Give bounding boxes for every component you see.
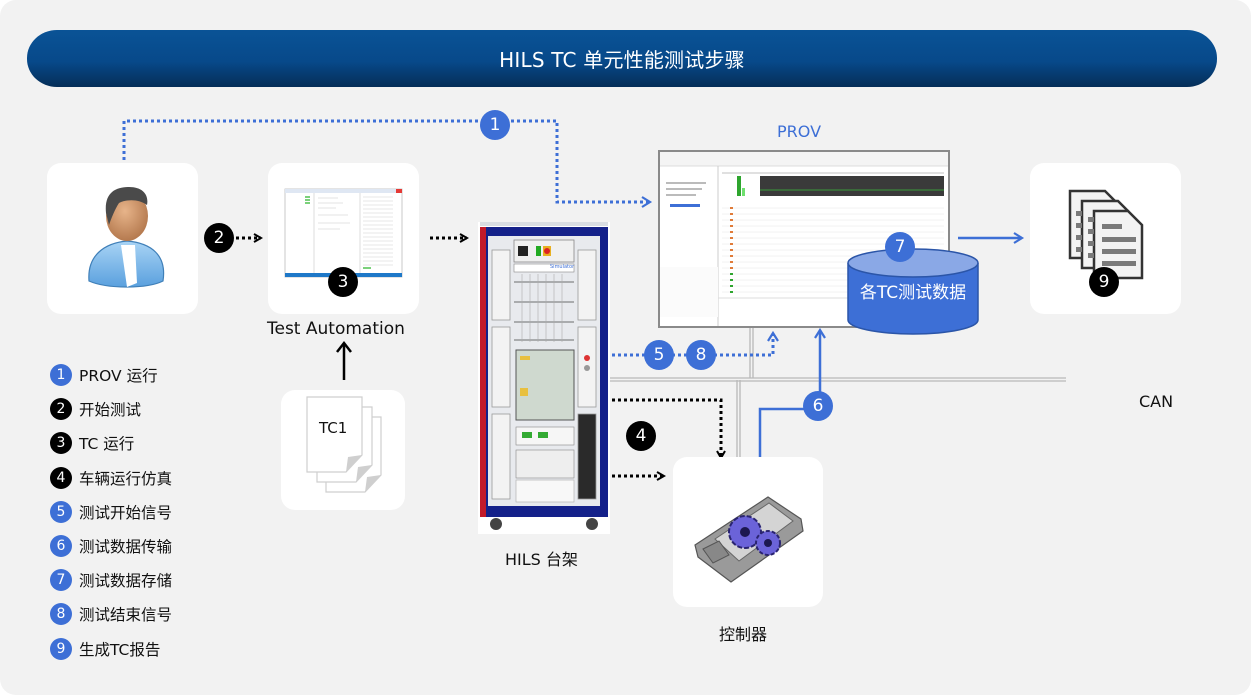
prov-label: PROV [777, 122, 822, 141]
user-card [47, 163, 198, 314]
arrow-step4-top [612, 398, 721, 458]
prov-software-window-icon [660, 152, 948, 326]
step-badge-9: 9 [1089, 267, 1119, 297]
hils-rack-icon [480, 222, 608, 530]
report-documents-icon [1068, 189, 1144, 280]
legend-item: 4 车辆运行仿真 [50, 461, 172, 495]
legend-text: 测试开始信号 [79, 503, 173, 522]
legend-item: 8 测试结束信号 [50, 597, 172, 631]
legend-badge: 4 [50, 466, 72, 489]
hils-rack: Simulator [478, 222, 610, 534]
legend-text: TC 运行 [79, 435, 135, 454]
step-badge-3: 3 [328, 267, 358, 297]
can-bus-label: CAN [1139, 392, 1174, 411]
controller-card [673, 457, 823, 607]
legend-text: 测试数据传输 [79, 538, 173, 557]
step-badge-1: 1 [480, 110, 510, 140]
step-badge-6: 6 [803, 391, 833, 421]
database-label: 各TC测试数据 [859, 283, 967, 303]
legend-badge: 7 [50, 569, 72, 592]
legend-badge: 6 [50, 535, 72, 558]
legend-text: 开始测试 [79, 401, 142, 420]
tc1-label: TC1 [319, 419, 348, 437]
legend-badge: 3 [50, 432, 72, 455]
legend-text: PROV 运行 [79, 367, 158, 386]
hils-rack-label: HILS 台架 [505, 550, 578, 569]
user-icon [88, 187, 165, 288]
arrow-step1 [122, 119, 653, 208]
step-badge-2: 2 [204, 223, 234, 253]
report-card [1030, 163, 1181, 314]
legend-item: 1 PROV 运行 [50, 358, 172, 392]
arrow-step5-8 [612, 330, 779, 357]
legend-item: 5 测试开始信号 [50, 495, 172, 529]
legend-badge: 2 [50, 398, 72, 421]
legend-item: 6 测试数据传输 [50, 529, 172, 563]
legend-text: 测试结束信号 [79, 606, 173, 625]
legend-item: 9 生成TC报告 [50, 632, 172, 666]
legend-badge: 9 [50, 637, 72, 660]
step-badge-4: 4 [626, 421, 656, 451]
legend-text: 车辆运行仿真 [79, 469, 173, 488]
test-automation-card [268, 163, 419, 314]
tc-documents-card: TC1 [281, 390, 405, 510]
arrow-step6 [758, 327, 826, 457]
diagram-title: HILS TC 单元性能测试步骤 [27, 30, 1217, 87]
test-automation-label: Test Automation [267, 319, 405, 339]
legend-badge: 1 [50, 364, 72, 387]
ecu-gears-icon [694, 496, 804, 583]
legend-item: 7 测试数据存储 [50, 563, 172, 597]
step-badge-5: 5 [644, 340, 674, 370]
step-badge-8: 8 [686, 340, 716, 370]
step-badge-7: 7 [885, 232, 915, 262]
legend-badge: 5 [50, 500, 72, 523]
rack-simulator-sign: Simulator [550, 264, 575, 270]
legend-item: 2 开始测试 [50, 392, 172, 426]
legend-text: 生成TC报告 [79, 640, 161, 659]
legend-badge: 8 [50, 603, 72, 626]
controller-label: 控制器 [719, 625, 768, 644]
can-bus-lines [607, 325, 1066, 460]
legend-text: 测试数据存储 [79, 572, 173, 591]
title-text: HILS TC 单元性能测试步骤 [499, 48, 745, 72]
legend-item: 3 TC 运行 [50, 426, 172, 460]
document-stack-icon [306, 396, 382, 493]
